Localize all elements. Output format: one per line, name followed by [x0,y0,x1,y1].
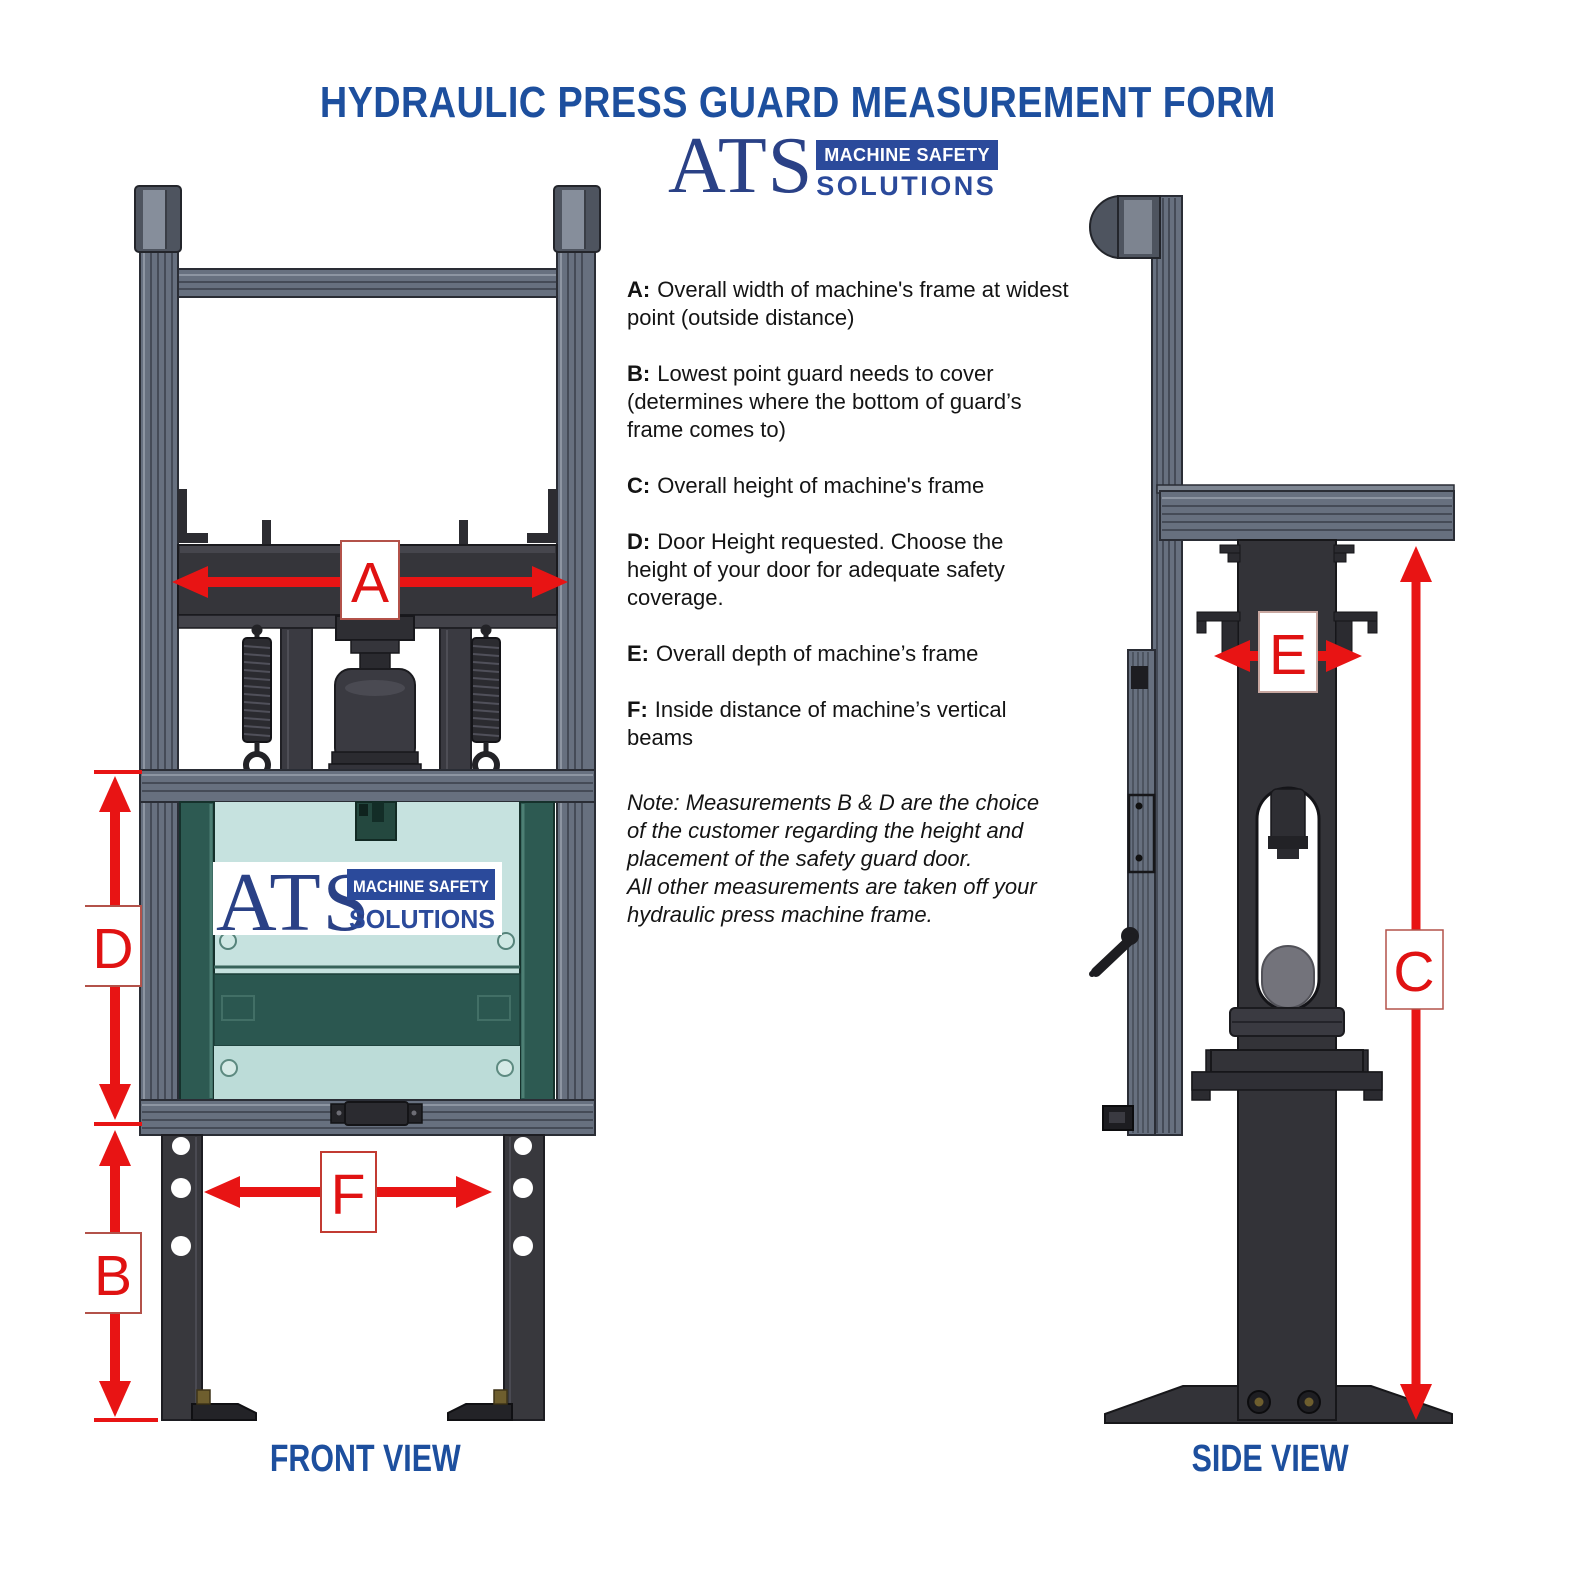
dimension-label-c: C [1385,929,1444,1010]
guard-right-post [553,185,601,1136]
dimension-label-e: E [1258,611,1318,693]
door-logo-machine-safety: MACHINE SAFETY [353,877,490,896]
side-view-caption: SIDE VIEW [1191,1438,1349,1480]
definition-f: F:Inside distance of machine’s vertical … [627,697,1007,750]
press-bed-through-guard [213,973,521,1047]
brand-logo-machine-safety: MACHINE SAFETY [816,140,998,170]
guard-table-beam-side [1156,484,1455,541]
dimension-label-d: D [85,905,142,987]
guard-left-post [134,185,182,1136]
door-handle-side [1089,927,1139,977]
brand-logo-ats: ATS [668,122,814,210]
note-text-2: All other measurements are taken off you… [627,874,1037,927]
measurement-definitions: A:Overall width of machine's frame at wi… [627,276,1147,929]
door-latch-plate [1127,793,1156,874]
svg-text:D: D [92,917,133,981]
page-title: HYDRAULIC PRESS GUARD MEASUREMENT FORM [319,78,1277,127]
definition-b: B:Lowest point guard needs to cover (det… [627,361,1022,442]
press-right-leg [447,1134,545,1421]
door-logo-solutions: SOLUTIONS [349,904,495,934]
guard-door: ATS MACHINE SAFETY SOLUTIONS [179,801,555,1101]
note-text-1: Note: Measurements B & D are the choice … [627,790,1040,871]
guard-post-side [1089,195,1183,1136]
press-ram-through-guard [355,801,397,841]
guard-mid-rail [139,769,596,803]
definition-d: D:Door Height requested. Choose the heig… [627,529,1005,610]
svg-text:F: F [331,1163,366,1227]
guard-door-side [1089,649,1156,1136]
svg-text:A: A [351,551,389,615]
brand-logo: ATS MACHINE SAFETY SOLUTIONS [668,122,998,210]
guard-door-logo: ATS MACHINE SAFETY SOLUTIONS [213,856,502,949]
press-left-leg [161,1134,257,1421]
side-view-diagram: E C [1089,195,1455,1424]
front-view-diagram: ATS MACHINE SAFETY SOLUTIONS [85,185,601,1422]
dimension-label-a: A [340,540,400,620]
door-logo-ats: ATS [216,856,371,949]
svg-text:B: B [94,1244,132,1308]
dimension-label-f: F [320,1151,377,1233]
definition-a: A:Overall width of machine's frame at wi… [627,277,1069,330]
door-handle [330,1101,423,1126]
left-return-spring [242,624,272,779]
dimension-label-b: B [85,1232,142,1314]
definition-c: C:Overall height of machine's frame [627,473,985,498]
guard-bottom-rail [139,1099,596,1136]
front-view-caption: FRONT VIEW [269,1438,461,1480]
svg-text:E: E [1269,623,1307,687]
right-return-spring [471,624,501,779]
hydraulic-cylinder [328,615,422,775]
svg-text:C: C [1393,940,1434,1004]
brand-logo-solutions: SOLUTIONS [816,171,997,201]
guard-top-rail [175,268,561,298]
definition-e: E:Overall depth of machine’s frame [627,641,979,666]
